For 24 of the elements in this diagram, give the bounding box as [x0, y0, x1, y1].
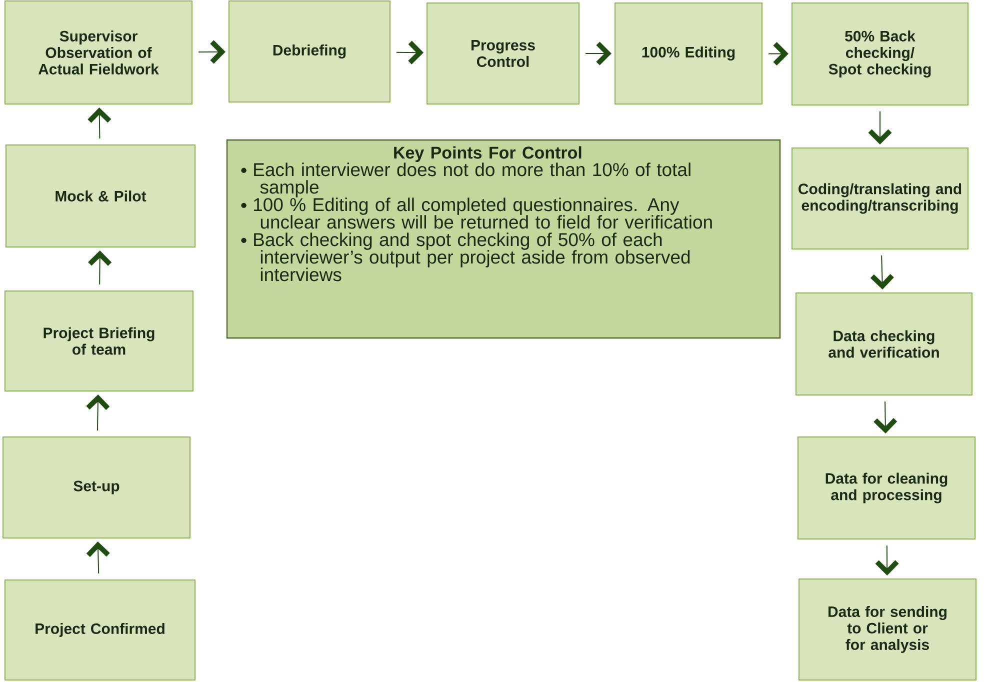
process-box: 50% Back checking/ Spot checking [792, 2, 968, 106]
arrow [88, 108, 112, 139]
process-box: 100% Editing [614, 2, 762, 104]
process-box: Data for sending to Client or for analysis [798, 578, 976, 680]
process-box: Progress Control [426, 2, 580, 104]
process-box: Coding/translating and encoding/transcribing [792, 148, 968, 250]
arrow [875, 545, 899, 576]
arrow [396, 40, 424, 64]
key-points-box: Key Points For Control Each interviewer does not do more than 10% of total sample 100 % Editing of all completed questionnaires. Any unclear answers will be returned to field for verification Back checking and spot checking of 50% of each interviewer’s output per project aside from observed interviews [226, 139, 781, 339]
process-box: Debriefing [228, 0, 390, 102]
arrow [868, 111, 892, 144]
arrow [874, 401, 898, 434]
arrow [86, 394, 110, 431]
arrow [870, 255, 894, 290]
arrow [88, 250, 112, 285]
process-box: Data checking and verification [796, 292, 972, 396]
process-box: Set-up [2, 436, 190, 538]
process-box: Data for cleaning and processing [798, 436, 976, 540]
arrow [86, 542, 110, 574]
arrow [198, 40, 226, 64]
process-box: Project Confirmed [4, 580, 196, 680]
process-box: Supervisor Observation of Actual Fieldwork [4, 0, 192, 104]
process-box: Project Briefing of team [4, 290, 194, 392]
process-box: Mock & Pilot [6, 144, 196, 248]
